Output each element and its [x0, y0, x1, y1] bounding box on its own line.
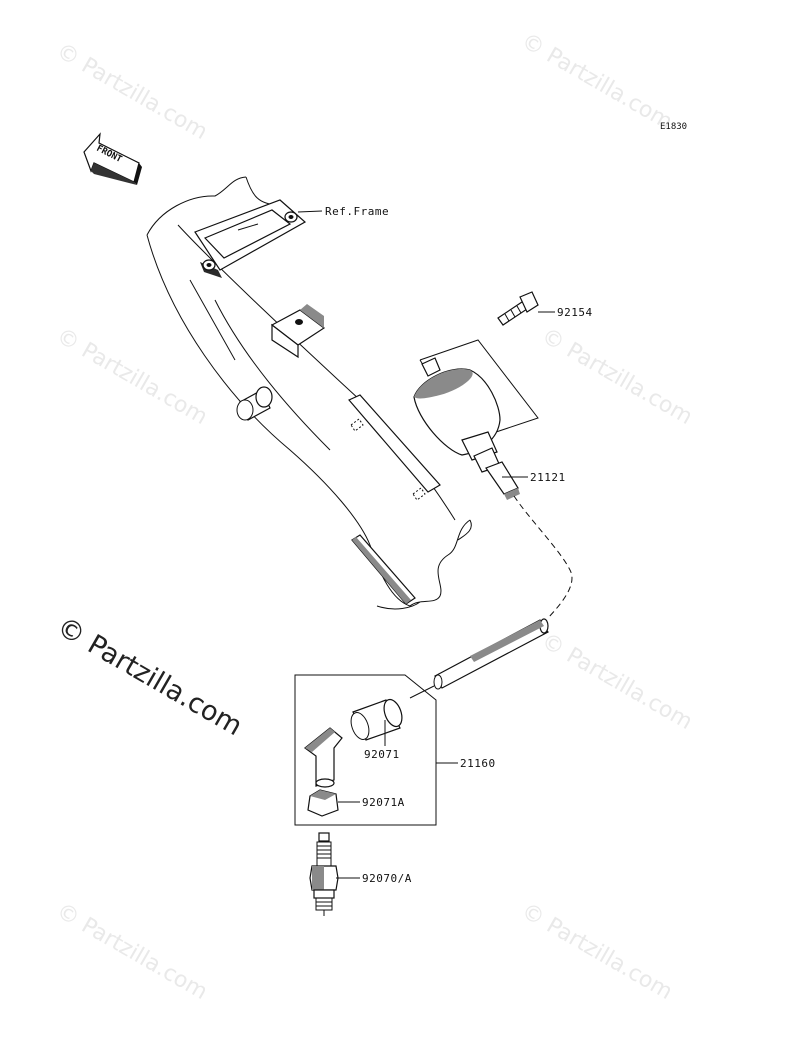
watermark-5: © Partzilla.com — [537, 629, 697, 736]
callout-92070a: 92070/A — [362, 872, 412, 885]
front-arrow-icon: FRONT — [83, 132, 142, 185]
watermark-4: © Partzilla.com — [537, 324, 697, 431]
watermark-2: © Partzilla.com — [517, 29, 677, 136]
boot-92071a — [307, 789, 339, 817]
frame-section — [146, 176, 472, 610]
callout-92071a: 92071A — [362, 796, 405, 809]
small-clamp — [270, 304, 326, 359]
callout-21121: 21121 — [530, 471, 566, 484]
callout-21160: 21160 — [460, 757, 496, 770]
plug-cap-elbow — [304, 727, 343, 788]
watermark-7: © Partzilla.com — [517, 899, 677, 1006]
cap-92071 — [350, 698, 403, 741]
ht-cable-dashed — [513, 495, 573, 619]
plug-cable — [409, 618, 549, 699]
watermark-3: © Partzilla.com — [52, 324, 212, 431]
watermark-main: © Partzilla.com — [52, 611, 248, 742]
callout-92154: 92154 — [557, 306, 593, 319]
watermark-1: © Partzilla.com — [52, 39, 212, 146]
watermarks: © Partzilla.com © Partzilla.com © Partzi… — [52, 29, 697, 1006]
diagram-code: E1830 — [660, 122, 687, 132]
bolt-92154 — [497, 291, 539, 326]
frame-mount-bracket — [194, 199, 307, 278]
spark-plug-92070a — [309, 832, 339, 916]
leader-lines — [297, 210, 555, 879]
ignition-coil-21121 — [413, 339, 539, 500]
callout-ref-frame: Ref.Frame — [325, 205, 389, 218]
rubber-spacer — [236, 386, 273, 421]
watermark-6: © Partzilla.com — [52, 899, 212, 1006]
callout-92071: 92071 — [364, 748, 400, 761]
